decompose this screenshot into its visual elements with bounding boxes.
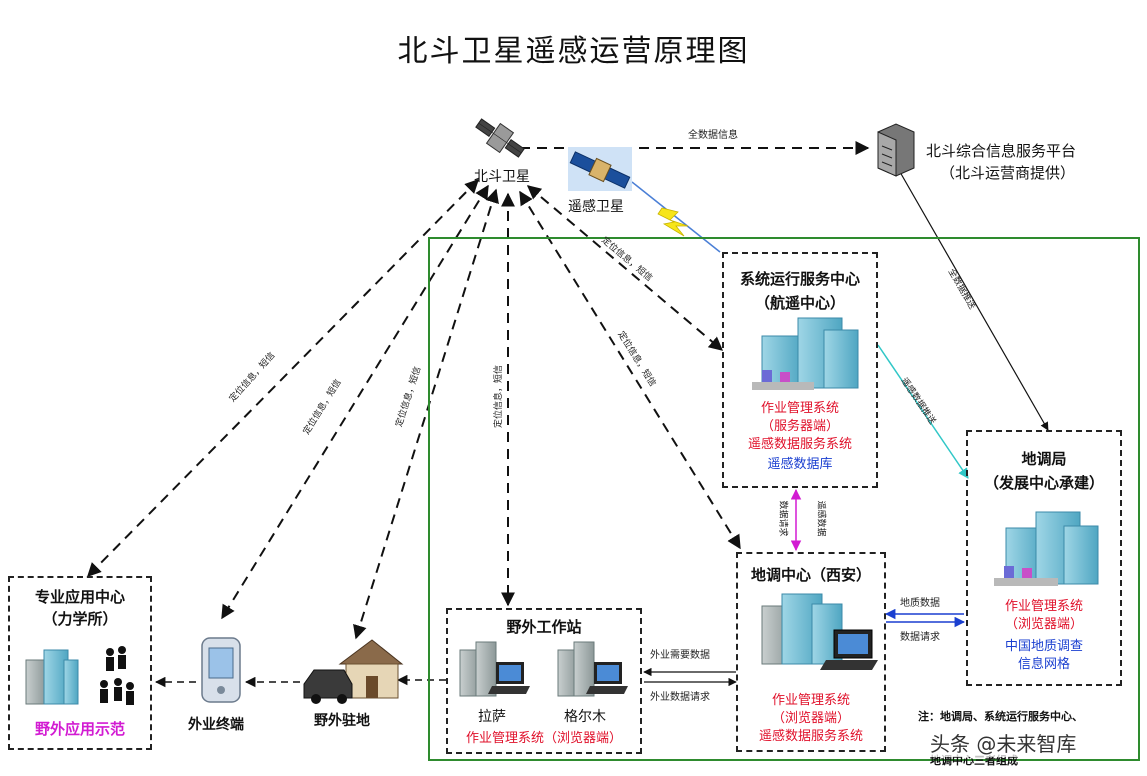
sys-center-subtitle: （航遥中心） [754, 294, 845, 312]
camp-icon [303, 639, 404, 704]
remote-satellite-label: 遥感卫星 [568, 199, 624, 215]
note-text: 注：地调局、系统运行服务中心、 [918, 710, 1083, 723]
sys-center-item: 作业管理系统 [760, 401, 839, 416]
lightning-icon [657, 207, 689, 237]
edge-label-remote-data: 遥感数据 [815, 500, 826, 537]
bureau-title: 地调局 [1021, 450, 1067, 468]
edge-all-data-down [899, 171, 1049, 431]
remote-satellite-icon [568, 147, 632, 191]
xian-laptop-icon [820, 629, 878, 670]
lhasa-label: 拉萨 [478, 709, 506, 725]
edge-sat-sys [526, 185, 724, 351]
app-center-building-icon [25, 649, 79, 705]
field-station-title: 野外工作站 [506, 618, 582, 636]
field-station-box: 野外工作站 拉萨 格尔木 作业管理系统（浏览器端） [446, 608, 642, 754]
sys-center-box: 系统运行服务中心 （航遥中心） 作业管理系统 （服务器端） 遥感数据服务系统 遥… [722, 252, 878, 488]
lhasa-station-icon [459, 641, 530, 697]
edge-label-data-req: 数据请求 [777, 500, 788, 537]
edge-label-all-data: 全数据信息 [688, 130, 738, 141]
xian-center-item: 遥感数据服务系统 [758, 729, 863, 744]
xian-center-box: 地调中心（西安） 作业管理系统 （浏览器端） 遥感数据服务系统 [736, 552, 886, 752]
edge-sat-camp [353, 188, 499, 640]
sys-center-building-icon [752, 317, 859, 390]
edge-label-field-need: 外业需要数据 [650, 650, 710, 661]
edge-label-data-req2: 数据请求 [900, 632, 940, 643]
app-center-subtitle: （力学所） [42, 610, 118, 628]
xian-center-title: 地调中心（西安） [750, 566, 871, 584]
app-center-title: 专业应用中心 [34, 588, 125, 606]
bureau-building-icon [994, 511, 1099, 586]
golmud-station-icon [557, 641, 628, 697]
bureau-box: 地调局 （发展中心承建） 作业管理系统 （浏览器端） 中国地质调查 信息网格 [966, 430, 1122, 686]
bureau-item: 作业管理系统 [1004, 599, 1083, 614]
app-center-demo: 野外应用示范 [34, 720, 125, 738]
camp-label: 野外驻地 [314, 713, 370, 729]
terminal-label: 外业终端 [188, 717, 244, 733]
system-frame [428, 237, 1140, 761]
app-center-box: 专业应用中心 （力学所） 野外应用示范 [8, 576, 152, 750]
bureau-subtitle: （发展中心承建） [983, 474, 1104, 492]
sys-center-item: （服务器端） [760, 419, 839, 434]
terminal-device-icon [201, 637, 241, 703]
page-title: 北斗卫星遥感运营原理图 [397, 34, 750, 69]
platform-sublabel: （北斗运营商提供） [940, 164, 1076, 182]
beidou-satellite-label: 北斗卫星 [474, 169, 530, 185]
note-text-2: 地调中心三者组成 [930, 754, 1018, 767]
edge-label-field-req: 外业数据请求 [650, 692, 710, 703]
beidou-satellite-icon [475, 118, 525, 158]
platform-label: 北斗综合信息服务平台 [926, 142, 1077, 160]
bureau-item: 信息网格 [1017, 657, 1070, 672]
edge-label-station: 定位信息，短信 [494, 364, 505, 429]
edge-remote-push [877, 344, 969, 479]
server-icon [877, 123, 915, 177]
watermark: 头条 @未来智库 [926, 728, 1081, 757]
edge-remote-beam [631, 181, 721, 253]
xian-center-item: （浏览器端） [771, 711, 850, 726]
golmud-label: 格尔木 [564, 709, 606, 725]
field-workers-icon [100, 646, 134, 705]
bureau-item: （浏览器端） [1004, 617, 1083, 632]
field-station-system: 作业管理系统（浏览器端） [465, 731, 622, 746]
sys-center-title: 系统运行服务中心 [739, 270, 860, 288]
xian-center-item: 作业管理系统 [771, 693, 850, 708]
bureau-item: 中国地质调查 [1004, 639, 1083, 654]
sys-center-item: 遥感数据服务系统 [747, 437, 852, 452]
edge-label-geo-data: 地质数据 [900, 598, 940, 609]
sys-center-item: 遥感数据库 [767, 457, 833, 472]
xian-building-icon [761, 593, 843, 665]
